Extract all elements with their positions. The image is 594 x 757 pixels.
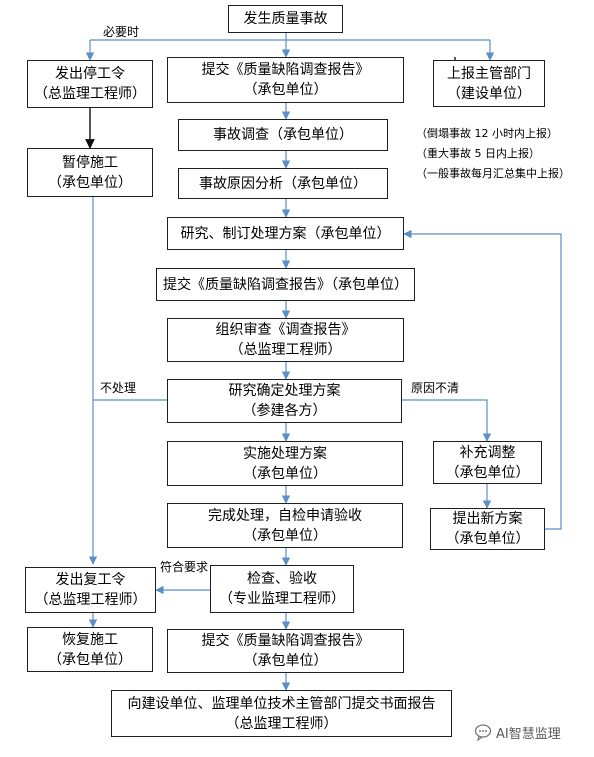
stop-order-box: 发出停工令 （总监理工程师）: [27, 60, 153, 108]
suspend-title: 暂停施工: [62, 154, 118, 171]
report-authority-box: 上报主管部门 （建设单位）: [433, 60, 545, 107]
stop-order-role: （总监理工程师）: [34, 86, 146, 102]
connector-cause-unclear: [402, 399, 492, 442]
inspection-box: 检查、验收 （专业监理工程师）: [210, 565, 354, 613]
report-authority-role: （建设单位）: [447, 85, 531, 102]
supplement-box: 补充调整 （承包单位）: [433, 441, 542, 484]
review-report-role: （总监理工程师）: [229, 342, 342, 358]
final-report-box: 向建设单位、监理单位技术主管部门提交书面报告 （总监理工程师）: [111, 690, 452, 737]
note-major: （重大事故 5 日内上报）: [416, 147, 540, 160]
report-authority-title: 上报主管部门: [447, 65, 531, 82]
resume-work-title: 恢复施工: [62, 631, 118, 648]
inspection-role: （专业监理工程师）: [219, 591, 345, 607]
suspend-box: 暂停施工 （承包单位）: [27, 148, 153, 197]
new-plan-title: 提出新方案: [452, 511, 523, 527]
accident-text: 发生质量事故: [243, 11, 328, 27]
submit-report-3-role: （承包单位）: [243, 653, 328, 669]
complete-title: 完成处理，自检申请验收: [208, 507, 362, 524]
submit-report-3-box: 提交《质量缺陷调查报告》 （承包单位）: [167, 629, 404, 673]
implement-box: 实施处理方案 （承包单位）: [167, 441, 403, 486]
submit-report-3-title: 提交《质量缺陷调查报告》: [201, 633, 370, 649]
review-report-title: 组织审查《调查报告》: [215, 322, 356, 338]
stop-order-title: 发出停工令: [55, 66, 125, 82]
supplement-title: 补充调整: [459, 444, 516, 461]
review-report-box: 组织审查《调查报告》 （总监理工程师）: [167, 318, 404, 362]
connector-loop-back: [403, 229, 562, 530]
note-general: （一般事故每月汇总集中上报）: [416, 167, 570, 180]
no-treatment-label: 不处理: [100, 381, 137, 395]
new-plan-box: 提出新方案 （承包单位）: [430, 508, 545, 550]
new-plan-role: （承包单位）: [445, 531, 530, 547]
investigation-box: 事故调查（承包单位）: [178, 119, 388, 151]
final-report-role: （总监理工程师）: [225, 715, 338, 732]
inspection-title: 检查、验收: [247, 571, 317, 587]
resume-work-role: （承包单位）: [48, 651, 132, 668]
meets-requirements-label: 符合要求: [160, 560, 209, 574]
supplement-role: （承包单位）: [445, 464, 530, 481]
research-plan-text: 研究、制订处理方案（承包单位）: [180, 225, 391, 242]
accident-box: 发生质量事故: [228, 5, 343, 33]
complete-box: 完成处理，自检申请验收 （承包单位）: [167, 503, 403, 548]
suspend-role: （承包单位）: [48, 174, 132, 191]
resume-work-box: 恢复施工 （承包单位）: [27, 627, 153, 672]
note-collapse: （倒塌事故 12 小时内上报）: [416, 127, 558, 140]
resume-order-title: 发出复工令: [55, 572, 126, 588]
complete-role: （承包单位）: [243, 527, 327, 544]
resume-order-box: 发出复工令 （总监理工程师）: [25, 567, 156, 613]
implement-role: （承包单位）: [243, 465, 327, 482]
submit-report-1-title: 提交《质量缺陷调查报告》: [201, 62, 370, 78]
cause-analysis-text: 事故原因分析（承包单位）: [199, 175, 367, 192]
submit-report-1-box: 提交《质量缺陷调查报告》 （承包单位）: [167, 57, 404, 103]
submit-report-2-text: 提交《质量缺陷调查报告》（承包单位）: [163, 276, 408, 293]
research-plan-box: 研究、制订处理方案（承包单位）: [167, 217, 404, 250]
chat-bubble-icon: [474, 724, 492, 741]
implement-title: 实施处理方案: [243, 445, 327, 462]
when-necessary-label: 必要时: [103, 25, 140, 39]
watermark: AI智慧监理: [474, 722, 561, 742]
cause-unclear-label: 原因不清: [411, 381, 460, 395]
watermark-text: AI智慧监理: [496, 726, 561, 742]
connector-branch-bus: [90, 33, 490, 41]
confirm-plan-box: 研究确定处理方案 （参建各方）: [167, 379, 402, 423]
submit-report-2-box: 提交《质量缺陷调查报告》（承包单位）: [156, 268, 415, 301]
resume-order-role: （总监理工程师）: [34, 592, 147, 608]
confirm-plan-title: 研究确定处理方案: [228, 383, 341, 399]
confirm-plan-role: （参建各方）: [242, 403, 327, 419]
cause-analysis-box: 事故原因分析（承包单位）: [178, 168, 388, 199]
final-report-title: 向建设单位、监理单位技术主管部门提交书面报告: [127, 695, 436, 712]
investigation-text: 事故调查（承包单位）: [213, 127, 353, 143]
submit-report-1-role: （承包单位）: [243, 82, 328, 98]
